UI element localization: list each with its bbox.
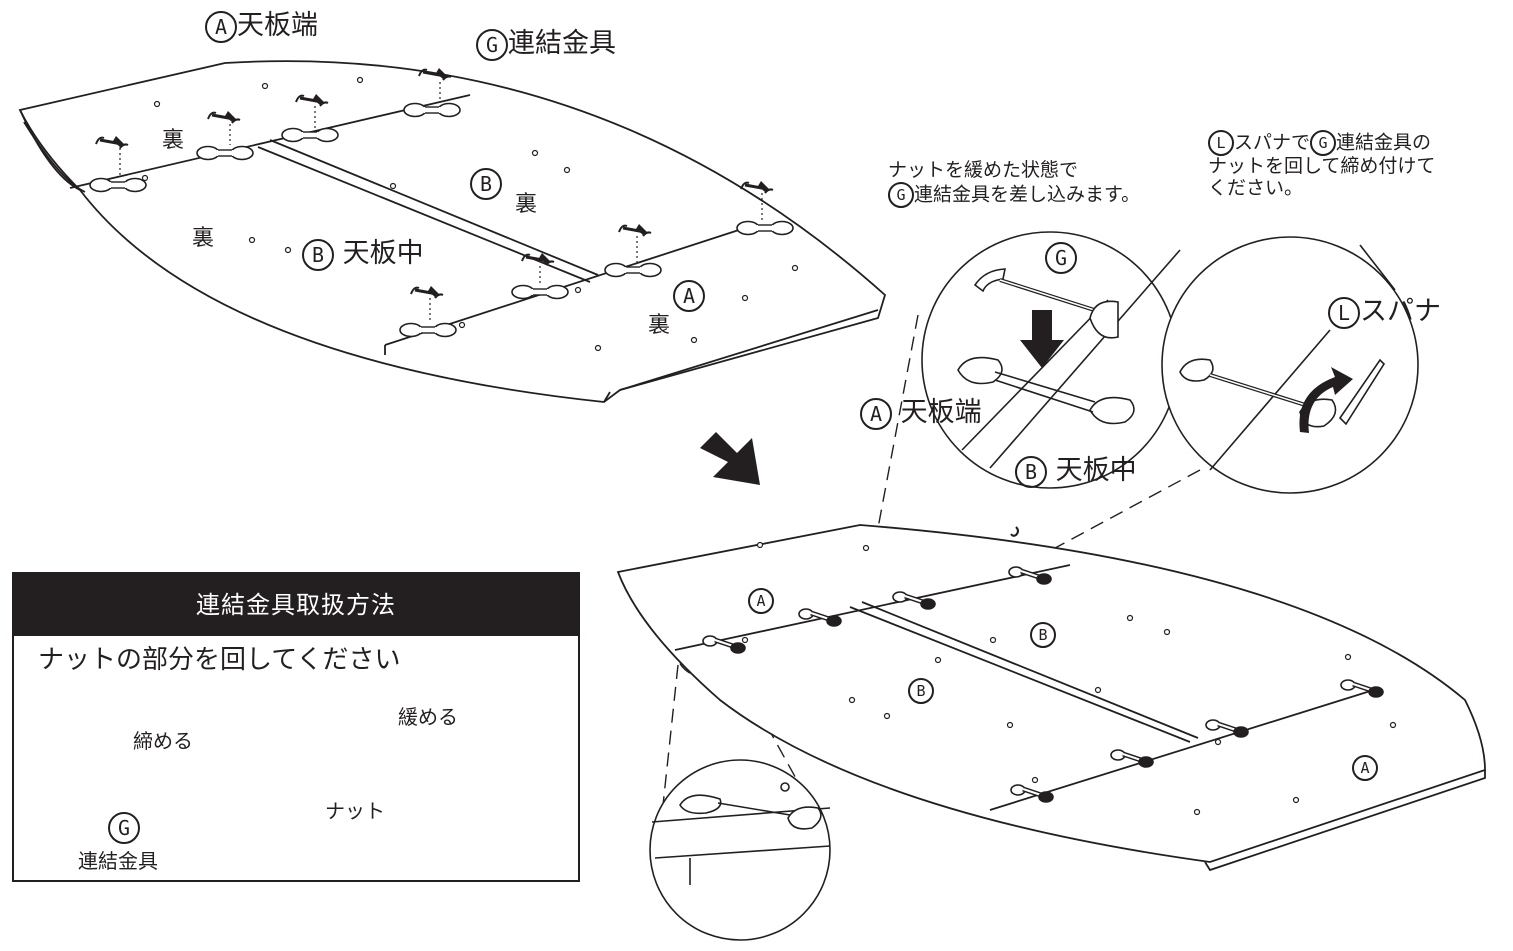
detail-circle-edge <box>649 759 831 941</box>
marker-b: B <box>302 238 334 271</box>
marker-b: B <box>470 168 502 200</box>
bottom-marker-b1: B <box>1030 622 1056 648</box>
howto-connector-label: 連結金具 <box>78 849 158 873</box>
howto-box: 連結金具取扱方法 ナットの部分を回してください <box>12 572 580 882</box>
label-ura-3: 裏 <box>192 226 215 251</box>
top-screw-holes <box>141 76 799 352</box>
arrow-down-right-icon <box>700 432 760 485</box>
bottom-screw-holes <box>741 541 1397 816</box>
label-b-middle-top: B 天板中 <box>302 238 424 271</box>
top-guide-dots <box>119 82 763 322</box>
marker-b: B <box>1015 455 1047 488</box>
detail-circle-insert <box>921 231 1181 489</box>
label-ura-2: 裏 <box>515 192 538 217</box>
marker-a: A <box>673 280 705 312</box>
bottom-marker-a2: A <box>1352 755 1378 781</box>
howto-title: 連結金具取扱方法 <box>14 574 578 636</box>
marker-g: G <box>888 181 914 208</box>
label-b-underside: B <box>470 168 502 200</box>
howto-subtitle: ナットの部分を回してください <box>38 645 401 675</box>
howto-nut-label: ナット <box>325 799 385 823</box>
label-b-middle-detail: B 天板中 <box>1015 455 1137 488</box>
marker-l: L <box>1208 130 1234 156</box>
marker-g: G <box>1310 130 1337 156</box>
marker-g: G <box>476 28 508 61</box>
arrow-down-icon <box>1020 310 1064 368</box>
label-ura-4: 裏 <box>648 313 671 338</box>
howto-g-marker: G <box>108 812 140 844</box>
rotate-arrow-icon <box>1299 367 1353 433</box>
label-a-edge-detail: A 天板端 <box>860 397 982 430</box>
howto-tighten-label: 締める <box>133 729 193 753</box>
bottom-marker-b2: B <box>908 678 934 704</box>
top-tabletop-underside <box>18 60 887 403</box>
marker-g: G <box>1045 242 1077 274</box>
marker-a: A <box>860 397 892 430</box>
marker-a: A <box>205 10 237 43</box>
detail-g-marker: G <box>1045 242 1077 274</box>
marker-l: L <box>1328 296 1360 329</box>
howto-loosen-label: 緩める <box>398 705 458 729</box>
detail-circle-tighten <box>1161 236 1419 494</box>
label-a-underside: A <box>673 280 705 312</box>
small-screw-icon <box>1010 526 1019 537</box>
label-ura-1: 裏 <box>162 128 185 153</box>
bottom-marker-a1: A <box>748 588 774 614</box>
bottom-tabletop-assembled <box>616 524 1486 872</box>
